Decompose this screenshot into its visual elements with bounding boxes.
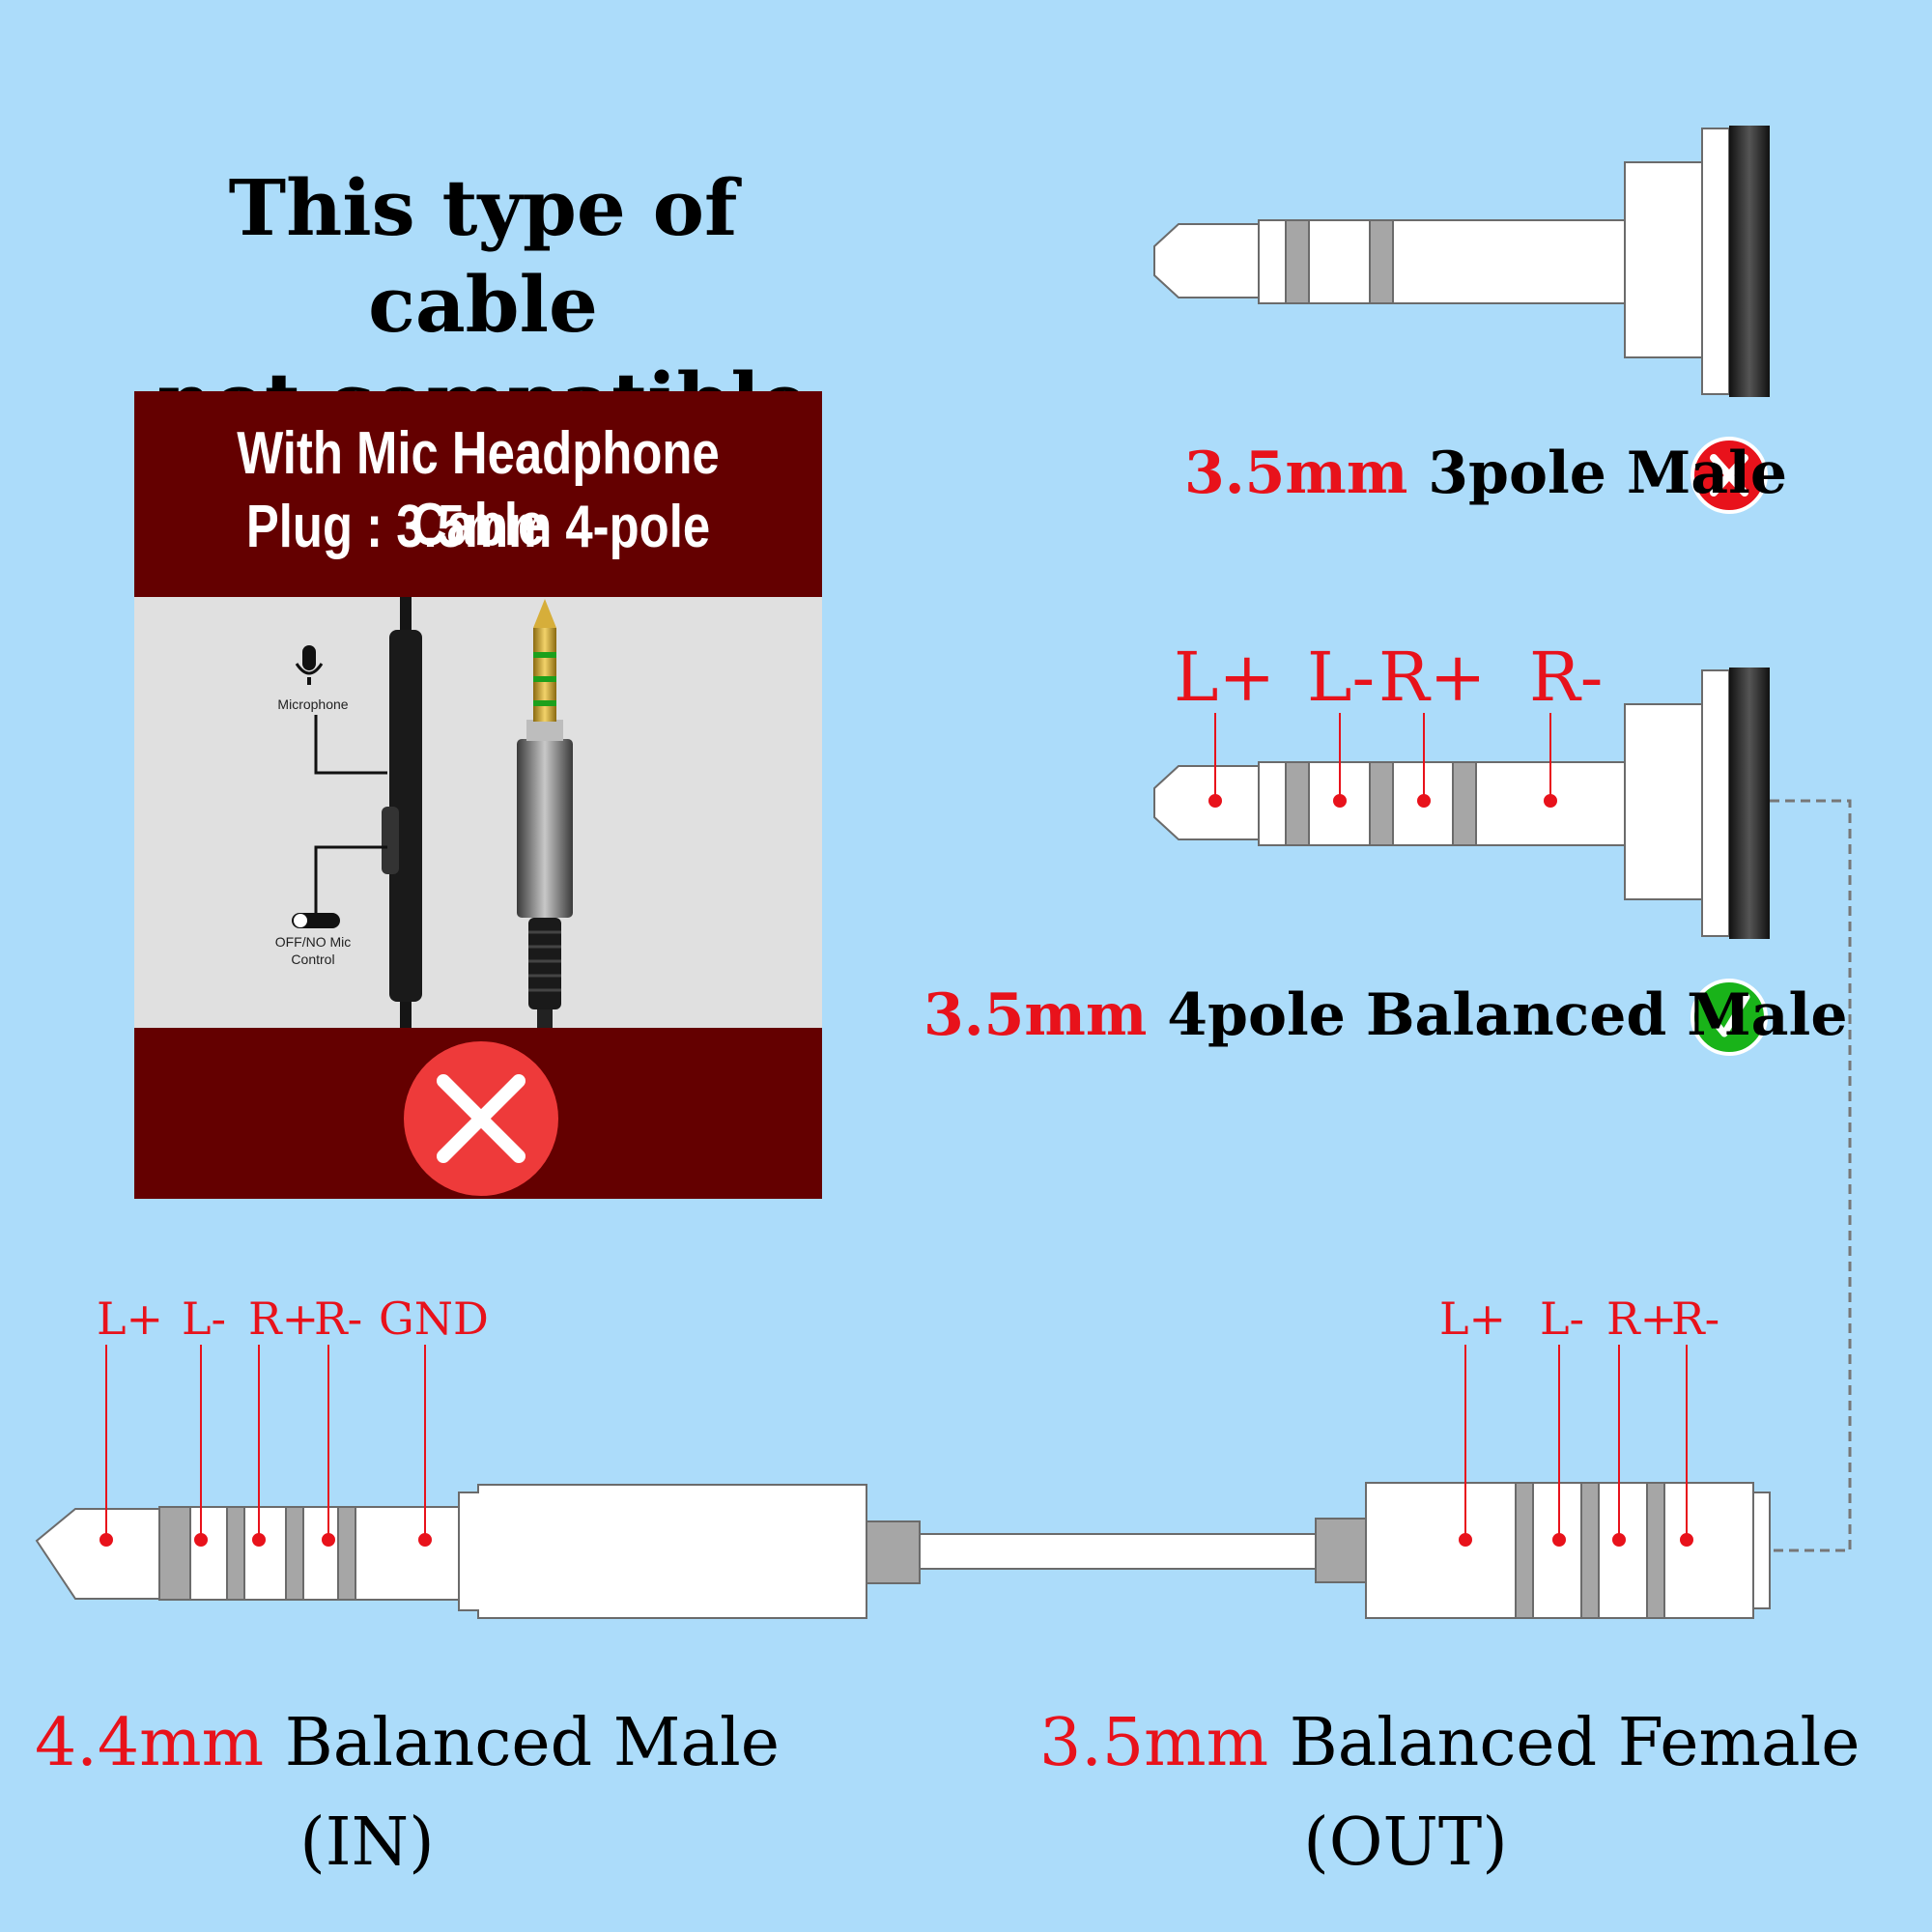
panel-title-line-1: With Mic Headphone Cable xyxy=(237,420,720,558)
inline-remote xyxy=(389,630,422,1002)
pin-label: L- xyxy=(1307,638,1376,717)
pin-label: R+ xyxy=(1378,638,1487,717)
mic-switch xyxy=(382,807,399,874)
plug-3pole-size: 3.5mm xyxy=(1184,440,1408,507)
plug-44-drawing xyxy=(35,1484,921,1619)
panel-header: With Mic Headphone Cable Plug : 3.5mm 4-… xyxy=(134,391,822,597)
plug-44-pin-markers xyxy=(99,1345,432,1547)
x-circle-icon xyxy=(1690,437,1768,514)
toggle-icon xyxy=(292,913,340,928)
switch-label-line-2: Control xyxy=(291,952,335,967)
panel-footer xyxy=(134,1028,822,1199)
panel-title-line-2: Plug : 3.5mm 4-pole xyxy=(245,494,711,560)
jack-35-caption: 3.5mm Balanced Female xyxy=(1039,1705,1861,1781)
jack-35-drawing xyxy=(1315,1482,1771,1619)
plug-44-size: 4.4mm xyxy=(35,1705,265,1781)
pin-label: R- xyxy=(314,1293,363,1345)
plug-44-direction: (IN) xyxy=(299,1804,435,1881)
pin-label: L- xyxy=(1540,1293,1585,1345)
heading-line-1: This type of cable xyxy=(228,162,738,350)
jack-35-size: 3.5mm xyxy=(1039,1705,1269,1781)
plug-44-caption: 4.4mm Balanced Male xyxy=(35,1705,780,1781)
mic-cable-panel: With Mic Headphone Cable Plug : 3.5mm 4-… xyxy=(134,391,822,1199)
plug-4pole-name: 4pole Balanced Male xyxy=(1167,981,1848,1049)
pin-label: L- xyxy=(182,1293,227,1345)
jack-35-direction: (OUT) xyxy=(1303,1804,1508,1881)
plug-44-name: Balanced Male xyxy=(284,1705,780,1781)
switch-label-line-1: OFF/NO Mic xyxy=(274,934,352,950)
pin-label: R+ xyxy=(248,1293,320,1345)
plug-3pole-label: 3.5mm 3pole Male xyxy=(1184,440,1787,507)
pin-label: L+ xyxy=(1174,638,1276,717)
jack-35-name: Balanced Female xyxy=(1289,1705,1861,1781)
trrs-plug-image xyxy=(517,599,573,1028)
pin-label: R+ xyxy=(1606,1293,1678,1345)
plug-3pole-name: 3pole Male xyxy=(1428,440,1788,507)
pin-label: GND xyxy=(379,1293,489,1345)
plug-4pole-size: 3.5mm xyxy=(923,981,1148,1049)
pin-label: R- xyxy=(1529,638,1604,717)
plug-3pole-drawing xyxy=(1153,126,1770,397)
plug-4pole-pin-markers xyxy=(1208,713,1557,808)
microphone-label: Microphone xyxy=(277,696,349,712)
mic-cable-illustration xyxy=(292,597,573,1028)
pin-label: R- xyxy=(1671,1293,1720,1345)
plug-4pole-label: 3.5mm 4pole Balanced Male xyxy=(923,981,1848,1049)
x-circle-icon xyxy=(404,1041,558,1196)
microphone-icon xyxy=(295,645,324,685)
jack-35-pin-markers xyxy=(1459,1345,1693,1547)
pin-label: L+ xyxy=(1439,1293,1507,1345)
cable-segment xyxy=(919,1533,1317,1570)
pin-label: L+ xyxy=(97,1293,164,1345)
dashed-link xyxy=(1770,799,1852,1552)
check-circle-icon xyxy=(1690,979,1768,1056)
